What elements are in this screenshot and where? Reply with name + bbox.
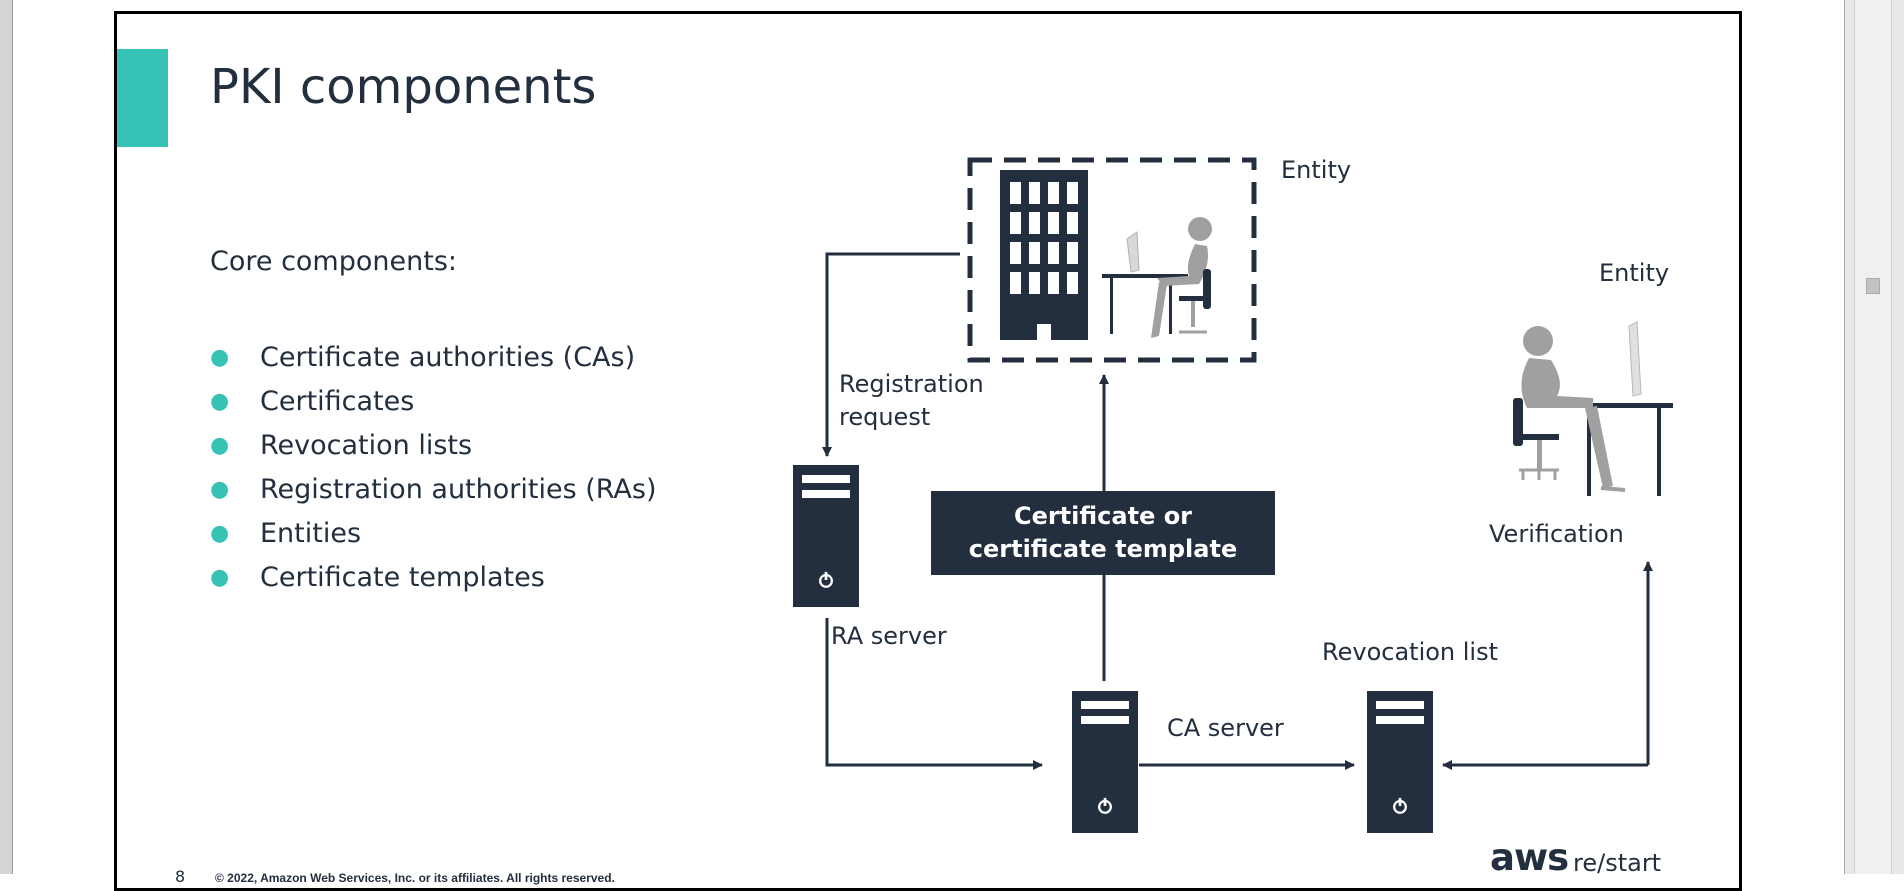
core-components-heading: Core components: — [210, 246, 457, 277]
certificate-box: Certificate or certificate template — [931, 491, 1275, 575]
bullet-icon: ● — [210, 521, 230, 546]
bullet-icon: ● — [210, 345, 230, 370]
slide: PKI components Core components: ● Certifi… — [114, 11, 1742, 891]
entity-right-label: Entity — [1599, 259, 1670, 287]
arrow-icon — [825, 618, 1043, 770]
power-icon — [1098, 797, 1112, 814]
pki-diagram — [822, 157, 1673, 770]
person-at-desk-icon — [1102, 217, 1212, 338]
list-item-label: Certificates — [260, 386, 415, 417]
building-icon — [1000, 170, 1088, 340]
registration-line-1: Registration — [839, 370, 984, 398]
list-item: ● Certificates — [210, 380, 657, 424]
list-item-label: Revocation lists — [260, 430, 473, 461]
revocation-list-label: Revocation list — [1322, 638, 1499, 666]
ra-server-label: RA server — [831, 622, 947, 650]
list-item: ● Certificate authorities (CAs) — [210, 336, 657, 380]
entity-dashed-box — [967, 157, 1257, 363]
vertical-scrollbar[interactable] — [1854, 0, 1892, 874]
list-item-label: Certificate authorities (CAs) — [260, 342, 636, 373]
bullet-icon: ● — [210, 389, 230, 414]
entity-top-group — [967, 157, 1257, 363]
bullet-icon: ● — [210, 477, 230, 502]
aws-logo: aws — [1490, 836, 1569, 879]
scrollbar-thumb[interactable] — [1866, 278, 1880, 294]
restart-logo-text: re/start — [1573, 849, 1662, 877]
list-item: ● Registration authorities (RAs) — [210, 468, 657, 512]
cert-line-1: Certificate or — [1013, 502, 1193, 530]
title-accent-bar — [117, 49, 168, 147]
ra-server-icon — [793, 465, 859, 607]
cert-line-2: certificate template — [968, 535, 1238, 563]
revocation-server-icon — [1367, 691, 1433, 833]
core-components-list: ● Certificate authorities (CAs) ● Certific… — [210, 336, 657, 600]
bullet-icon: ● — [210, 565, 230, 590]
ca-server-icon — [1072, 691, 1138, 833]
list-item-label: Certificate templates — [260, 562, 545, 593]
slide-title: PKI components — [210, 59, 597, 115]
list-item-label: Entities — [260, 518, 362, 549]
power-icon — [1393, 797, 1407, 814]
list-item: ● Revocation lists — [210, 424, 657, 468]
copyright: © 2022, Amazon Web Services, Inc. or its… — [215, 871, 615, 885]
power-icon — [819, 571, 833, 588]
bullet-icon: ● — [210, 433, 230, 458]
ca-server-label: CA server — [1167, 714, 1284, 742]
list-item: ● Certificate templates — [210, 556, 657, 600]
viewer-left-margin — [0, 0, 13, 874]
entity-top-label: Entity — [1281, 156, 1352, 184]
page-number: 8 — [175, 867, 186, 886]
list-item-label: Registration authorities (RAs) — [260, 474, 657, 505]
person-at-desk-icon — [1513, 321, 1673, 496]
verification-label: Verification — [1489, 520, 1624, 548]
list-item: ● Entities — [210, 512, 657, 556]
arrow-icon — [822, 252, 960, 457]
registration-request-label: Registration request — [839, 368, 984, 434]
registration-line-2: request — [839, 403, 931, 431]
